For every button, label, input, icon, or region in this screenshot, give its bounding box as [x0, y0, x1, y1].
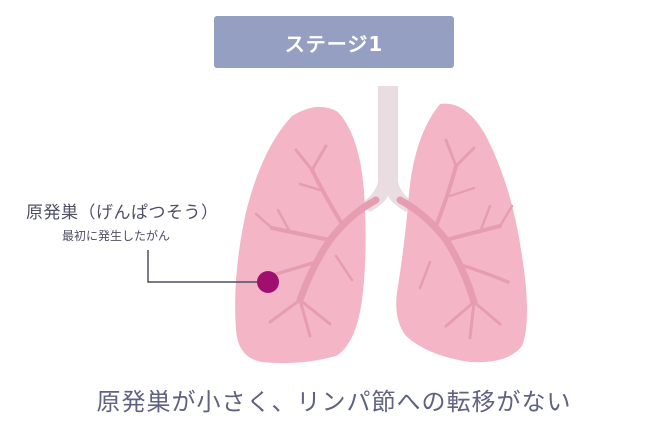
branch-l10	[298, 298, 332, 326]
branch-r5	[498, 204, 514, 228]
branch-l1	[310, 168, 344, 226]
leader-line	[147, 250, 262, 283]
branch-r10	[444, 300, 476, 328]
branch-l12	[298, 182, 322, 192]
branch-l8	[268, 298, 302, 324]
branch-r12	[448, 186, 476, 198]
stage-badge: ステージ1	[214, 16, 454, 68]
annotation-block: 原発巣（げんぱつそう） 最初に発生したがん	[26, 198, 219, 243]
annotation-subtitle: 最初に発生したがん	[62, 229, 171, 243]
bronchial-tree	[254, 138, 514, 340]
branch-l4	[270, 226, 332, 242]
branch-l9	[298, 298, 312, 338]
stage-label: ステージ1	[284, 31, 384, 56]
branch-l5	[254, 212, 274, 230]
branch-l11	[334, 254, 354, 282]
branch-r2	[444, 138, 458, 168]
branch-l3	[310, 144, 328, 172]
branch-r4	[444, 224, 502, 242]
branch-r9	[468, 300, 476, 340]
branch-l2	[294, 148, 314, 172]
primary-tumor	[257, 271, 279, 293]
branch-l6	[276, 208, 292, 234]
annotation-title: 原発巣（げんぱつそう）	[26, 203, 219, 223]
branch-r1	[434, 164, 458, 228]
branch-r7	[456, 262, 510, 284]
branch-r8	[472, 300, 502, 326]
right-lung	[396, 103, 527, 363]
caption: 原発巣が小さく、リンパ節への転移がない	[96, 388, 572, 416]
branch-r3	[454, 146, 476, 168]
branch-r11	[418, 260, 432, 290]
trachea	[360, 86, 416, 212]
branch-r6	[478, 204, 492, 234]
